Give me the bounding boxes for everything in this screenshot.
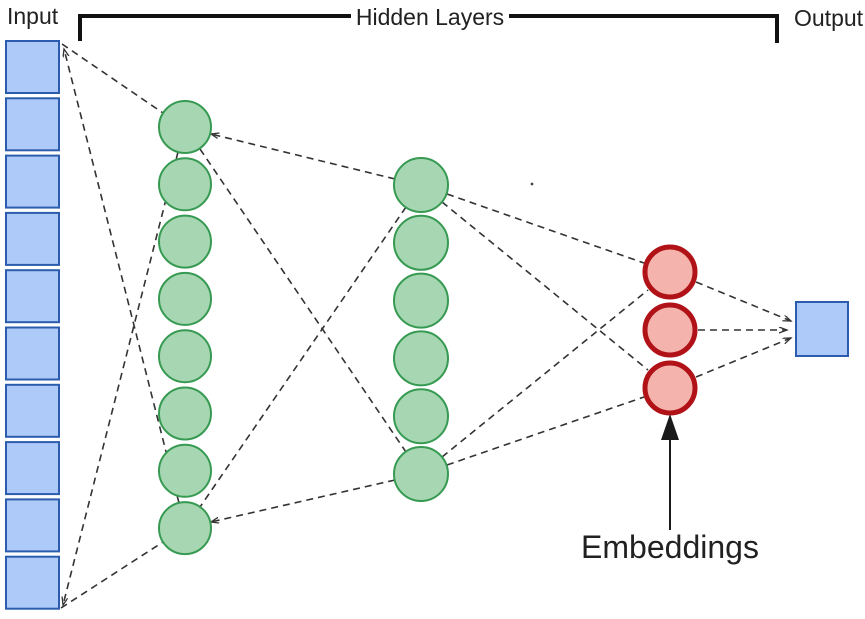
embeddings-pointer-arrow xyxy=(661,414,679,530)
hidden-node xyxy=(158,100,212,154)
stray-mark xyxy=(530,182,534,186)
input-node xyxy=(5,269,60,324)
input-layer xyxy=(5,40,60,610)
connection-line xyxy=(60,541,164,609)
embedding-node xyxy=(642,302,698,358)
connection-line xyxy=(61,43,164,114)
arrow-up-icon xyxy=(661,414,679,440)
input-node xyxy=(5,211,60,266)
input-node xyxy=(5,97,60,152)
connection-line xyxy=(441,289,649,458)
connections-group xyxy=(60,43,791,609)
input-node xyxy=(5,441,60,496)
connection-line xyxy=(446,396,645,466)
input-node xyxy=(5,383,60,438)
hidden-node xyxy=(158,443,212,498)
hidden-layer-2 xyxy=(393,157,449,502)
hidden-node xyxy=(393,446,449,502)
input-node xyxy=(5,555,60,610)
output-layer xyxy=(795,301,849,357)
hidden-node xyxy=(158,386,212,441)
input-node xyxy=(5,154,60,209)
connection-line xyxy=(211,134,396,180)
input-node xyxy=(5,498,60,553)
embedding-node xyxy=(642,244,698,300)
connection-line xyxy=(199,206,407,508)
hidden-node xyxy=(393,330,449,387)
connection-line xyxy=(211,479,396,522)
nodes-group xyxy=(5,40,849,610)
hidden-layers-bracket-left xyxy=(78,14,351,41)
input-label: Input xyxy=(7,3,59,29)
hidden-layers-bracket-right xyxy=(509,14,779,43)
hidden-node xyxy=(158,214,212,269)
hidden-layer-1 xyxy=(158,100,212,556)
connection-line xyxy=(64,49,180,504)
connection-line xyxy=(446,193,645,264)
hidden-node xyxy=(393,388,449,445)
connection-line xyxy=(63,151,179,605)
connection-line xyxy=(695,281,791,322)
embeddings-layer xyxy=(642,244,698,416)
hidden-node xyxy=(158,271,212,326)
connection-line xyxy=(199,148,407,453)
hidden-node xyxy=(158,157,212,212)
hidden-node xyxy=(393,272,449,329)
embeddings-label: Embeddings xyxy=(581,529,759,565)
hidden-node xyxy=(158,329,212,384)
input-node xyxy=(5,326,60,381)
hidden-node xyxy=(158,501,212,556)
input-node xyxy=(5,40,60,94)
hidden-node xyxy=(393,157,449,213)
output-node xyxy=(795,301,849,357)
hidden-layers-label: Hidden Layers xyxy=(356,4,504,30)
hidden-node xyxy=(393,214,449,271)
connection-line xyxy=(695,337,791,378)
embedding-node xyxy=(642,360,698,416)
connection-line xyxy=(441,201,649,371)
output-label: Output xyxy=(794,5,864,31)
